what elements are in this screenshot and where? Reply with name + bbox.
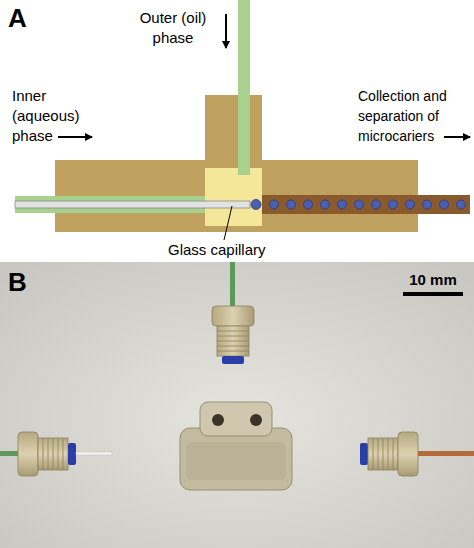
outlet-tube <box>262 195 470 214</box>
shading <box>186 442 286 480</box>
threads <box>373 438 393 470</box>
junction-cavity <box>205 168 262 226</box>
ferrule <box>222 356 244 364</box>
microcarrier <box>457 200 466 209</box>
glass-capillary <box>15 201 250 208</box>
ferrule <box>68 443 76 465</box>
tee-union <box>180 402 292 490</box>
microcarrier <box>321 200 330 209</box>
microcarriers <box>270 200 466 209</box>
nut-thread <box>38 438 68 470</box>
nut-head <box>398 432 418 476</box>
flow-arrow <box>225 14 227 48</box>
microcarrier <box>440 200 449 209</box>
part-label: Glass capillary <box>168 240 298 260</box>
top-fitting <box>212 262 254 364</box>
scale-bar <box>403 292 463 296</box>
flow-arrow <box>444 136 470 138</box>
droplet <box>251 200 261 210</box>
flow-arrow <box>58 136 92 138</box>
microcarrier <box>389 200 398 209</box>
threads <box>43 438 63 470</box>
nut-head <box>212 306 254 326</box>
microcarrier <box>423 200 432 209</box>
microcarrier <box>355 200 364 209</box>
panel-letter: B <box>8 268 48 296</box>
oil-channel <box>238 95 250 175</box>
tee-body <box>180 428 292 490</box>
flow-label: Collection and separation of microcarier… <box>358 86 462 146</box>
port-hole <box>212 414 224 426</box>
panel-letter: A <box>8 4 48 32</box>
right-fitting <box>360 432 474 476</box>
nut-head <box>18 432 38 476</box>
threads <box>217 331 249 351</box>
tee-body-stub <box>205 95 262 165</box>
oil-inlet-tube <box>238 0 250 100</box>
tee-top <box>200 402 272 436</box>
leader-line <box>224 206 232 240</box>
microcarrier <box>338 200 347 209</box>
nut-thread <box>368 438 398 470</box>
microcarrier <box>372 200 381 209</box>
flow-label: Outer (oil) phase <box>128 8 218 48</box>
left-fitting <box>0 432 112 476</box>
glass-capillary <box>76 452 112 455</box>
ferrule <box>360 443 368 465</box>
microcarrier <box>406 200 415 209</box>
microcarrier <box>287 200 296 209</box>
scale-label: 10 mm <box>398 270 468 290</box>
port-hole <box>250 414 262 426</box>
microcarrier <box>304 200 313 209</box>
photo-background <box>0 262 474 548</box>
microcarrier <box>270 200 279 209</box>
tube <box>418 451 474 456</box>
flow-label: Inner (aqueous) phase <box>12 86 92 146</box>
nut-thread <box>217 326 249 356</box>
